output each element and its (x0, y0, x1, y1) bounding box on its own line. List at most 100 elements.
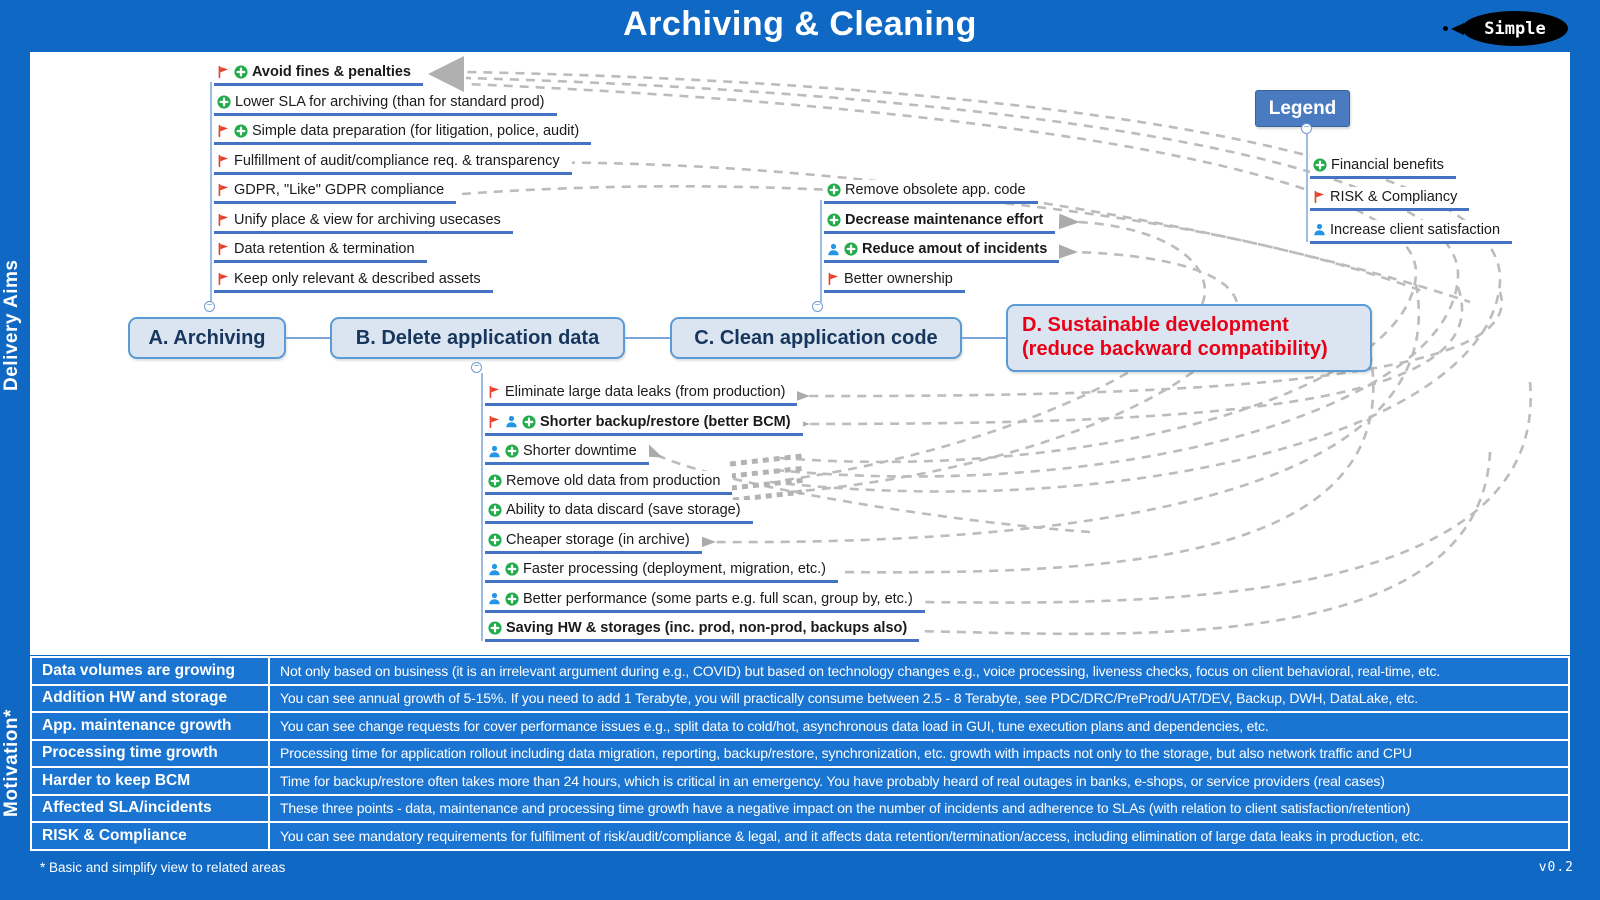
mindmap-item-label: Data retention & termination (234, 241, 415, 257)
branch-line-clean (820, 200, 822, 302)
mindmap-item[interactable]: Avoid fines & penalties (214, 62, 591, 92)
delivery-aims-label: Delivery Aims (1, 259, 22, 391)
mindmap-item[interactable]: Cheaper storage (in archive) (485, 529, 925, 560)
mindmap-item-label: Decrease maintenance effort (845, 211, 1044, 228)
motivation-label: Motivation* (1, 709, 22, 817)
mindmap-item[interactable]: Lower SLA for archiving (than for standa… (214, 91, 591, 122)
person-icon (1313, 223, 1326, 236)
person-icon (505, 415, 518, 428)
motivation-row-text: Processing time for application rollout … (270, 740, 1568, 766)
mindmap-item[interactable]: Shorter downtime (485, 441, 925, 471)
mindmap-item[interactable]: Decrease maintenance effort (824, 209, 1059, 240)
mindmap-item[interactable]: Unify place & view for archiving usecase… (214, 209, 591, 240)
flag-icon (217, 242, 230, 256)
flag-icon (1313, 190, 1326, 204)
node-connector (962, 337, 1006, 339)
node-archiving[interactable]: A. Archiving (128, 317, 286, 359)
person-icon (488, 445, 501, 458)
mindmap-item[interactable]: Faster processing (deployment, migration… (485, 559, 925, 589)
plus-icon (505, 444, 519, 458)
motivation-row-label: Processing time growth (32, 740, 268, 766)
flag-icon (217, 124, 230, 138)
legend-title-box[interactable]: Legend (1255, 90, 1350, 127)
flag-icon (488, 385, 501, 399)
mindmap-item[interactable]: Ability to data discard (save storage) (485, 500, 925, 530)
mindmap-item-label: GDPR, "Like" GDPR compliance (234, 182, 445, 198)
mindmap-item[interactable]: Saving HW & storages (inc. prod, non-pro… (485, 618, 925, 648)
collapse-toggle-archiving[interactable] (204, 301, 215, 312)
plus-icon (488, 621, 502, 635)
mindmap-item[interactable]: Better ownership (824, 268, 1059, 299)
flag-icon (217, 154, 230, 168)
mindmap-item-label: RISK & Compliancy (1330, 189, 1458, 206)
node-clean-application-code[interactable]: C. Clean application code (670, 317, 962, 359)
flag-icon (217, 183, 230, 197)
mindmap-item-label: Financial benefits (1331, 157, 1444, 173)
mindmap-item-label: Remove old data from production (506, 472, 721, 489)
mindmap-item-label: Keep only relevant & described assets (234, 270, 481, 287)
plus-icon (234, 124, 248, 138)
mindmap-item[interactable]: Remove obsolete app. code (824, 180, 1059, 210)
mindmap-item-label: Simple data preparation (for litigation,… (252, 123, 580, 139)
mindmap-item-label: Unify place & view for archiving usecase… (234, 211, 501, 228)
plus-icon (827, 183, 841, 197)
mindmap-item[interactable]: Data retention & termination (214, 239, 591, 269)
footer-note: * Basic and simplify view to related are… (40, 860, 286, 875)
mindmap-item-label: Eliminate large data leaks (from product… (505, 384, 786, 400)
mindmap-item-label: Lower SLA for archiving (than for standa… (235, 93, 545, 110)
mindmap-item[interactable]: GDPR, "Like" GDPR compliance (214, 180, 591, 210)
plus-icon (488, 503, 502, 517)
motivation-row-text: You can see annual growth of 5-15%. If y… (270, 685, 1568, 711)
motivation-row-text: Not only based on business (it is an irr… (270, 658, 1568, 684)
motivation-row-text: You can see mandatory requirements for f… (270, 823, 1568, 849)
plus-icon (234, 65, 248, 79)
mindmap-item[interactable]: Remove old data from production (485, 470, 925, 501)
node-d-line2: (reduce backward compatibility) (1022, 338, 1328, 360)
plus-icon (844, 242, 858, 256)
flag-icon (488, 415, 501, 429)
branch-line-legend (1306, 134, 1308, 242)
mindmap-item[interactable]: RISK & Compliancy (1310, 187, 1512, 219)
plus-icon (505, 591, 519, 606)
person-icon (827, 243, 840, 256)
node-sustainable-development[interactable]: D. Sustainable development (reduce backw… (1006, 304, 1372, 372)
plus-icon (488, 532, 502, 547)
mindmap-item[interactable]: Financial benefits (1310, 155, 1512, 187)
collapse-toggle-delete[interactable] (471, 362, 482, 373)
collapse-toggle-clean[interactable] (812, 301, 823, 312)
flag-icon (217, 213, 230, 227)
mindmap-item-label: Remove obsolete app. code (845, 182, 1026, 198)
mindmap-item[interactable]: Reduce amout of incidents (824, 239, 1060, 269)
node-connector (625, 337, 670, 339)
motivation-row-text: Time for backup/restore often takes more… (270, 768, 1568, 794)
plus-icon (488, 473, 502, 488)
motivation-row-text: These three points - data, maintenance a… (270, 795, 1568, 821)
motivation-row-label: Harder to keep BCM (32, 768, 268, 794)
plus-icon (217, 94, 231, 109)
version-label: v0.2 (1538, 860, 1574, 875)
motivation-row-text: You can see change requests for cover pe… (270, 713, 1568, 739)
delete-data-items-list: Eliminate large data leaks (from product… (485, 382, 925, 648)
mindmap-item[interactable]: Eliminate large data leaks (from product… (485, 382, 925, 412)
mindmap-item-label: Avoid fines & penalties (252, 64, 411, 80)
mindmap-item[interactable]: Shorter backup/restore (better BCM) (485, 411, 925, 442)
mindmap-item[interactable]: Fulfillment of audit/compliance req. & t… (214, 150, 591, 181)
collapse-toggle-legend[interactable] (1301, 123, 1312, 134)
mindmap-item[interactable]: Keep only relevant & described assets (214, 268, 591, 299)
mindmap-item[interactable]: Increase client satisfaction (1310, 219, 1513, 252)
mindmap-item[interactable]: Simple data preparation (for litigation,… (214, 121, 592, 151)
mindmap-item-label: Better ownership (844, 270, 953, 287)
node-d-line1: D. Sustainable development (1022, 314, 1289, 337)
mindmap-item[interactable]: Better performance (some parts e.g. full… (485, 588, 925, 619)
plus-icon (827, 212, 841, 227)
motivation-row-label: App. maintenance growth (32, 713, 268, 739)
node-delete-application-data[interactable]: B. Delete application data (330, 317, 625, 359)
plus-icon (1313, 158, 1327, 172)
